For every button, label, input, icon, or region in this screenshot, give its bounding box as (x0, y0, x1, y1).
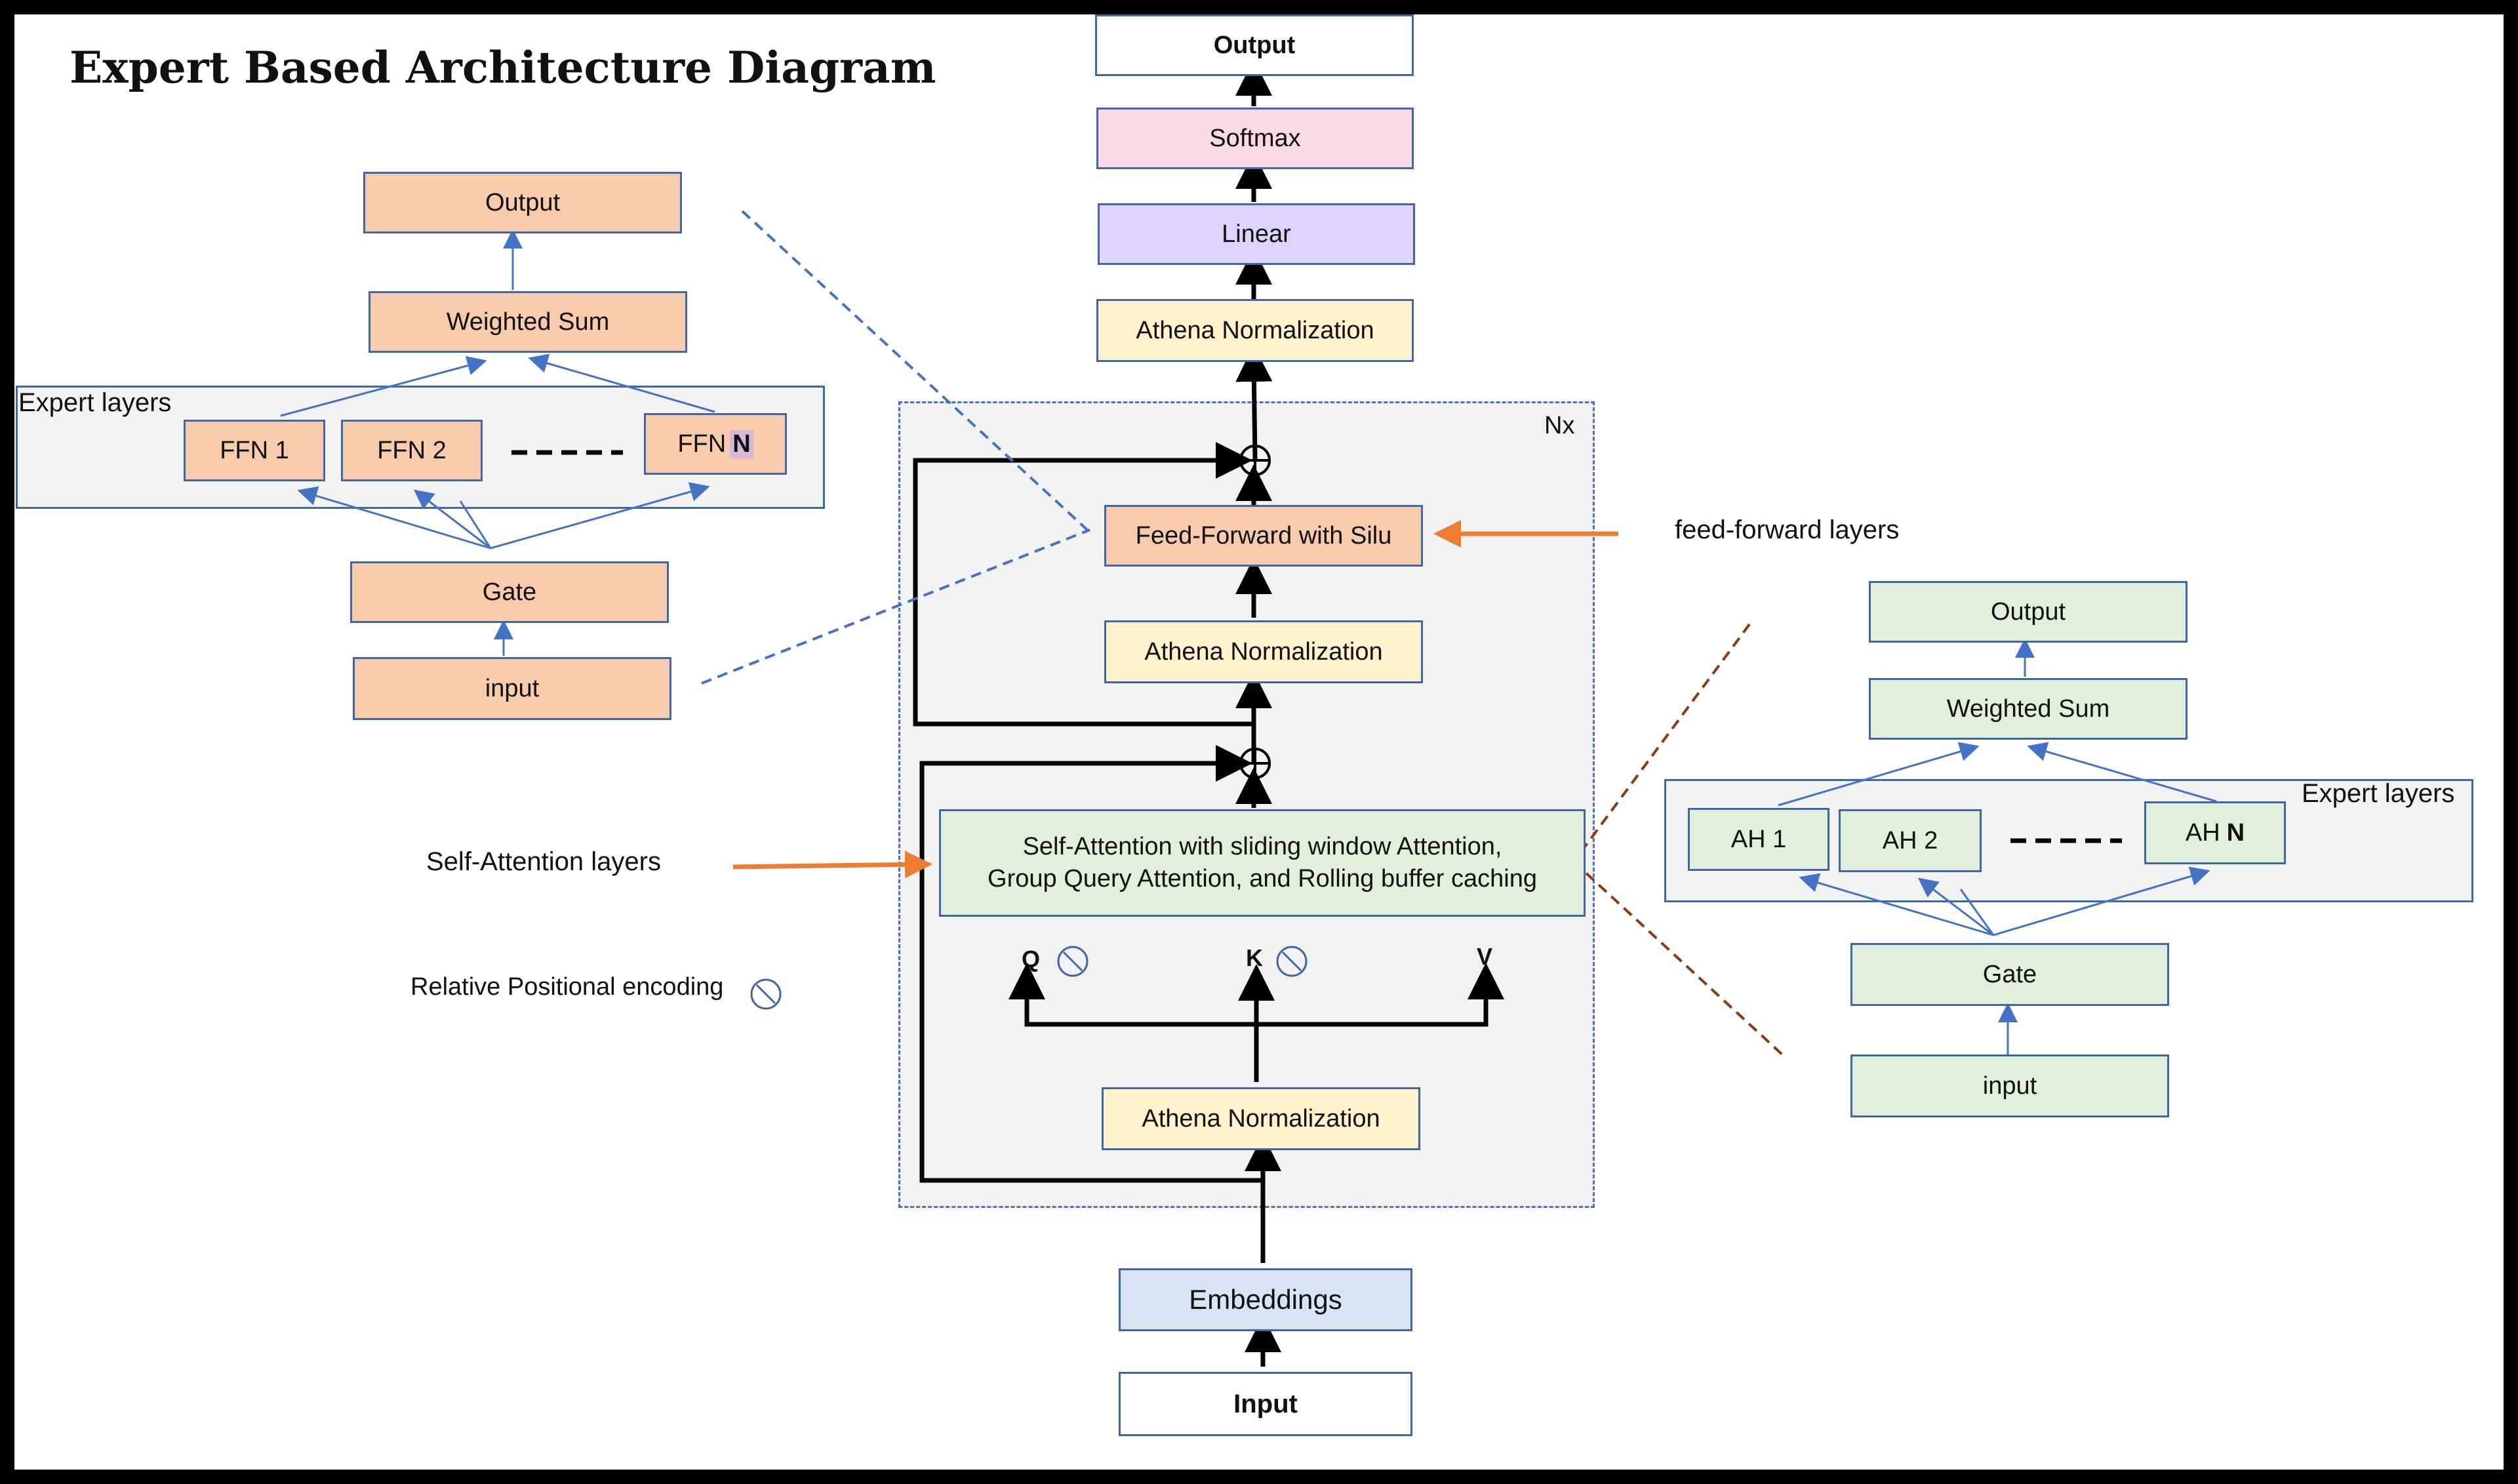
ffn-2-box: FFN 2 (341, 420, 483, 481)
q-label: Q (1022, 946, 1041, 973)
ffn-1-box: FFN 1 (184, 420, 325, 481)
softmax-box: Softmax (1096, 108, 1414, 169)
ah-n-prefix: AH (2185, 818, 2220, 847)
left-output-box: Output (363, 172, 682, 233)
norm-bottom-box: Athena Normalization (1102, 1087, 1420, 1150)
attention-line-1: Self-Attention with sliding window Atten… (1022, 832, 1502, 860)
rotary-icon-legend (750, 978, 782, 1010)
v-label: V (1477, 943, 1493, 970)
diagram-canvas: Expert Based Architecture Diagram Nx Exp… (14, 14, 2504, 1470)
ah-n-suffix: N (2226, 818, 2245, 847)
diagram-title: Expert Based Architecture Diagram (70, 42, 936, 93)
left-input-box: input (353, 657, 671, 720)
connector-lines (280, 59, 2217, 1367)
attention-line-2: Group Query Attention, and Rolling buffe… (988, 865, 1537, 892)
relative-positional-encoding-label: Relative Positional encoding (410, 973, 724, 1001)
right-expert-panel-label: Expert layers (2302, 779, 2455, 808)
right-weighted-sum-box: Weighted Sum (1869, 678, 2188, 740)
left-expert-panel-label: Expert layers (18, 388, 172, 417)
ah-2-box: AH 2 (1839, 809, 1982, 872)
embeddings-box: Embeddings (1119, 1268, 1412, 1331)
feed-forward-box: Feed-Forward with Silu (1104, 505, 1423, 567)
self-attention-box: Self-Attention with sliding window Atten… (939, 809, 1586, 917)
ffn-n-suffix: N (730, 430, 753, 458)
k-label: K (1246, 944, 1263, 971)
self-attention-layers-label: Self-Attention layers (426, 847, 661, 876)
rotary-icon-k (1276, 946, 1308, 977)
nx-label: Nx (1544, 412, 1575, 439)
right-output-box: Output (1869, 581, 2188, 643)
left-gate-box: Gate (350, 561, 669, 623)
left-weighted-sum-box: Weighted Sum (369, 291, 687, 353)
right-input-box: input (1850, 1054, 2169, 1117)
feed-forward-layers-label: feed-forward layers (1675, 515, 1900, 544)
norm-mid-box: Athena Normalization (1104, 620, 1423, 683)
ffn-n-prefix: FFN (677, 430, 727, 458)
right-gate-box: Gate (1850, 943, 2169, 1006)
center-output-box: Output (1095, 14, 1414, 76)
linear-box: Linear (1098, 203, 1415, 265)
ah-n-box: AH N (2144, 801, 2286, 864)
ffn-n-box: FFN N (644, 413, 787, 475)
center-input-box: Input (1119, 1372, 1412, 1436)
rotary-icon-q (1057, 946, 1089, 977)
ah-1-box: AH 1 (1688, 808, 1829, 871)
norm-top-box: Athena Normalization (1096, 299, 1414, 362)
